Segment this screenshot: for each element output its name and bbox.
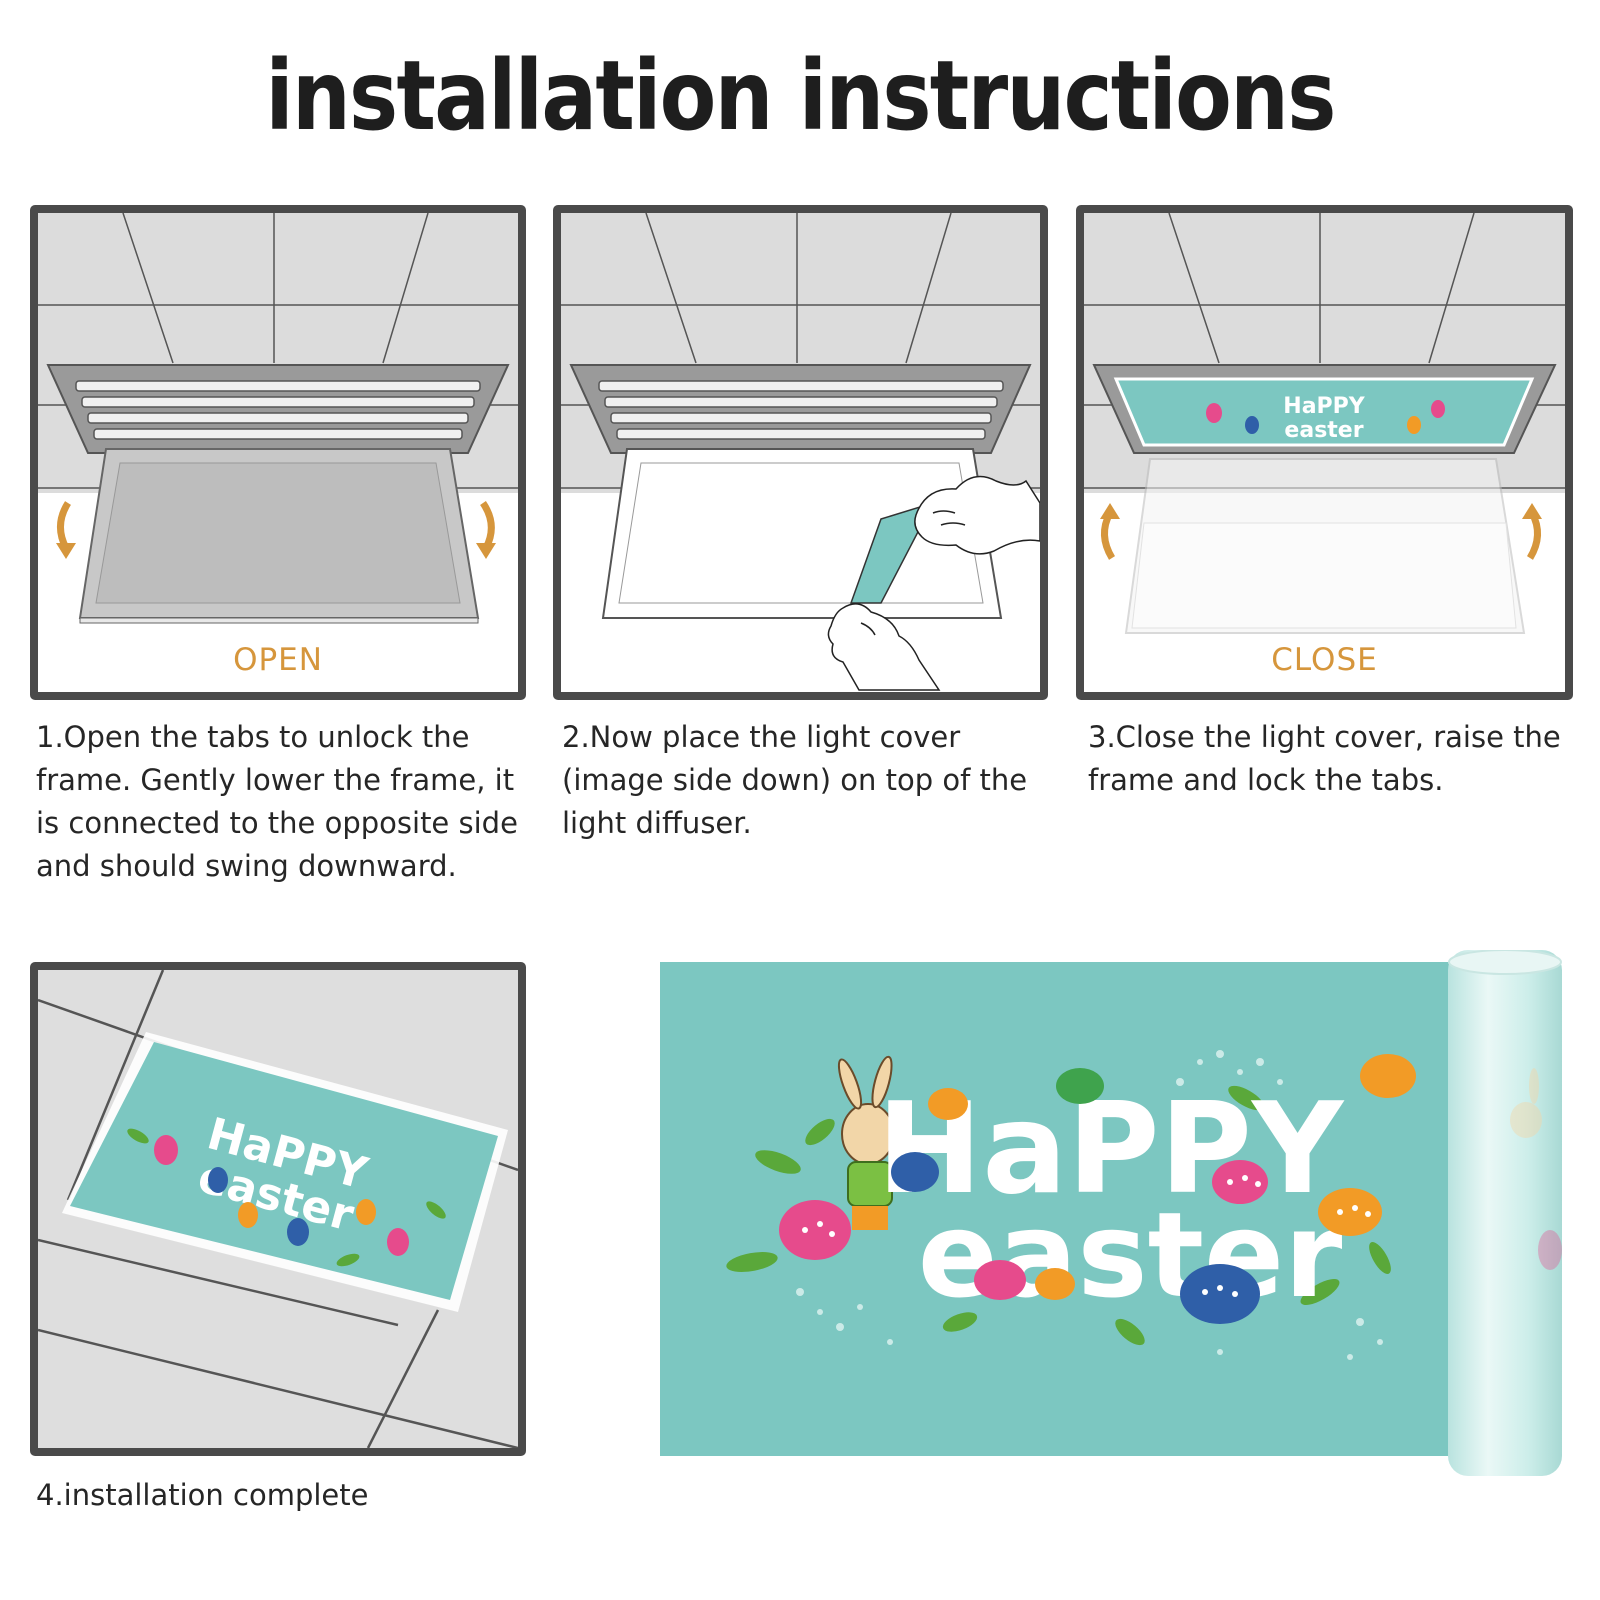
step-3-caption: 3.Close the light cover, raise the frame… [1088, 720, 1561, 797]
step-2-panel [553, 205, 1048, 700]
light-cover-sheet [849, 501, 935, 604]
thumbnail-text-happy: HaPPY [1283, 394, 1366, 419]
curved-arrow-up-icon [1522, 503, 1542, 560]
curved-arrow-up-icon [1100, 503, 1120, 560]
rolled-cover-sheet [1448, 950, 1562, 1476]
easter-egg-icon [1538, 1230, 1562, 1270]
egg-pattern [802, 1175, 1371, 1297]
step-1-illustration [38, 213, 518, 624]
hand-icon [827, 603, 941, 691]
easter-egg-icon [779, 1054, 1416, 1324]
hand-icon [914, 475, 1040, 555]
step-2-caption: 2.Now place the light cover (image side … [562, 720, 1028, 840]
curved-arrow-down-icon [56, 501, 76, 559]
thumbnail-text-easter: easter [1284, 418, 1363, 443]
step-3-illustration: HaPPY easter [1084, 213, 1565, 634]
step-1-panel: OPEN [30, 205, 526, 700]
easter-banner-artwork: HaPPY easter [660, 962, 1450, 1456]
easter-egg-icon [1206, 400, 1445, 434]
banner-text-easter: easter [918, 1186, 1343, 1324]
step-4-caption: 4.installation complete [36, 1478, 369, 1512]
step-4-illustration: HaPPY easter [38, 970, 518, 1448]
bunny-icon [837, 1055, 895, 1230]
step-3-label: CLOSE [1271, 642, 1378, 678]
leaf-icon [127, 1128, 446, 1267]
step-4-panel: HaPPY easter [30, 962, 526, 1456]
page-title: installation instructions [265, 40, 1336, 152]
curved-arrow-down-icon [476, 501, 496, 559]
installed-cover-thumbnail [1113, 377, 1535, 447]
leaf-icon [726, 1085, 1391, 1346]
bunny-icon [1510, 1068, 1542, 1138]
step-1-label: OPEN [233, 642, 323, 678]
step-3-panel: HaPPY easter CLOSE [1076, 205, 1573, 700]
easter-egg-icon [154, 1135, 409, 1256]
step-1-caption: 1.Open the tabs to unlock the frame. Gen… [36, 720, 518, 883]
step-2-illustration [561, 213, 1040, 691]
sparkle-decor [796, 1050, 1383, 1360]
